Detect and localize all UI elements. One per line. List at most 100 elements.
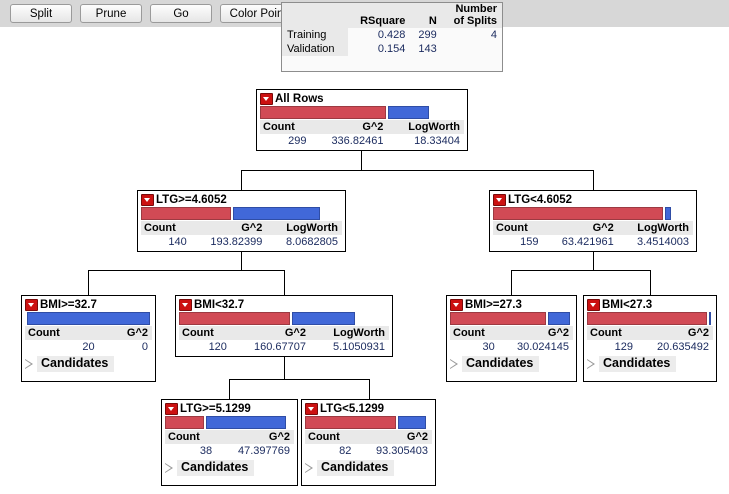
red-triangle-menu-icon[interactable] <box>141 193 154 206</box>
red-triangle-menu-icon[interactable] <box>587 298 600 311</box>
node-col-count: Count <box>305 430 356 444</box>
bar-segment-blue <box>292 312 356 325</box>
tree-connector-line <box>369 379 370 399</box>
candidates-expander[interactable]: Candidates <box>25 356 152 372</box>
node-value-g2: 20.635492 <box>636 340 713 354</box>
bar-segment-red <box>165 416 204 429</box>
node-value-count: 20 <box>25 340 99 354</box>
prune-button[interactable]: Prune <box>80 4 142 23</box>
node-title-row: LTG<5.1299 <box>305 402 432 415</box>
node-value-count: 159 <box>493 235 543 249</box>
fit-stats-col-splits: Number of Splits <box>441 3 502 28</box>
node-value-g2: 93.305403 <box>355 444 432 458</box>
bar-segment-blue <box>708 312 712 325</box>
node-col-count: Count <box>493 221 543 235</box>
chevron-right-icon[interactable] <box>25 358 34 370</box>
candidates-label[interactable]: Candidates <box>317 460 395 476</box>
bar-segment-blue <box>665 207 671 220</box>
candidates-expander[interactable]: Candidates <box>305 460 432 476</box>
node-col-g2: G^2 <box>355 430 432 444</box>
split-button[interactable]: Split <box>10 4 72 23</box>
candidates-label[interactable]: Candidates <box>599 356 677 372</box>
response-proportion-bar <box>493 207 693 220</box>
candidates-expander[interactable]: Candidates <box>450 356 573 372</box>
red-triangle-menu-icon[interactable] <box>179 298 192 311</box>
chevron-right-icon[interactable] <box>165 462 174 474</box>
red-triangle-menu-icon[interactable] <box>260 92 273 105</box>
node-col-g2: G^2 <box>310 120 388 134</box>
red-triangle-menu-icon[interactable] <box>450 298 463 311</box>
node-split-label: LTG<5.1299 <box>320 402 385 415</box>
candidates-expander[interactable]: Candidates <box>587 356 713 372</box>
tree-connector-line <box>650 270 651 295</box>
go-button[interactable]: Go <box>150 4 212 23</box>
response-proportion-bar <box>587 312 713 325</box>
bar-segment-red <box>450 312 546 325</box>
node-value-logworth: 8.0682805 <box>266 235 342 249</box>
tree-connector-line <box>241 170 242 190</box>
response-proportion-bar <box>260 106 464 119</box>
fit-stats-n: 299 <box>418 29 437 41</box>
red-triangle-menu-icon[interactable] <box>493 193 506 206</box>
tree-connector-line <box>88 270 89 295</box>
response-proportion-bar <box>179 312 389 325</box>
tree-connector-line <box>229 379 230 399</box>
chevron-right-icon[interactable] <box>450 358 459 370</box>
candidates-label[interactable]: Candidates <box>37 356 115 372</box>
node-col-g2: G^2 <box>190 221 267 235</box>
node-value-g2: 30.024145 <box>498 340 573 354</box>
node-title-row: BMI>=27.3 <box>450 298 573 311</box>
node-col-count: Count <box>141 221 191 235</box>
tree-connector-line <box>241 252 242 270</box>
fit-stats-splits <box>442 42 502 56</box>
candidates-label[interactable]: Candidates <box>462 356 540 372</box>
red-triangle-menu-icon[interactable] <box>25 298 38 311</box>
node-col-logworth: LogWorth <box>617 221 693 235</box>
candidates-label[interactable]: Candidates <box>177 460 255 476</box>
red-triangle-menu-icon[interactable] <box>165 402 178 415</box>
node-value-count: 38 <box>165 444 217 458</box>
response-proportion-bar <box>165 416 294 429</box>
node-title-row: LTG>=5.1299 <box>165 402 294 415</box>
node-col-count: Count <box>25 326 99 340</box>
node-split-label: BMI<32.7 <box>194 298 245 311</box>
chevron-right-icon[interactable] <box>305 462 314 474</box>
node-title-row: LTG>=4.6052 <box>141 193 342 206</box>
tree-connector-line <box>593 252 594 270</box>
fit-stats-row-label: Validation <box>282 42 349 56</box>
tree-connector-line <box>284 270 285 295</box>
red-triangle-menu-icon[interactable] <box>305 402 318 415</box>
tree-connector-line <box>284 357 285 379</box>
bar-segment-red <box>260 106 387 119</box>
chevron-right-icon[interactable] <box>587 358 596 370</box>
node-value-count: 299 <box>260 134 311 148</box>
node-split-label: BMI>=32.7 <box>40 298 97 311</box>
tree-connector-line <box>593 170 594 190</box>
node-col-g2: G^2 <box>230 326 310 340</box>
bar-segment-blue <box>233 207 320 220</box>
node-split-label: BMI<27.3 <box>602 298 653 311</box>
candidates-expander[interactable]: Candidates <box>165 460 294 476</box>
bar-segment-blue <box>398 416 427 429</box>
